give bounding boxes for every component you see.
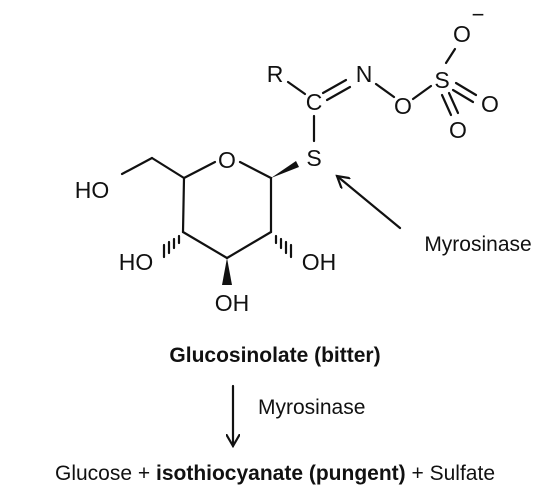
- o-s-bond: [411, 84, 433, 101]
- s-o-right-double-bond: [454, 81, 478, 97]
- sulfate-oxygen-bottom: O: [449, 117, 467, 143]
- c2-oh-hash: [274, 234, 293, 259]
- thio-sulfur-atom: S: [306, 145, 321, 171]
- c3-hydroxyl-label: OH: [215, 290, 250, 316]
- ring-bond: [238, 160, 273, 180]
- plus-sign-2: +: [412, 462, 424, 485]
- n-o-bond: [374, 82, 396, 99]
- s-o-right-double-bond: [451, 88, 475, 104]
- s-o-bottom-double-bond: [447, 91, 460, 115]
- myrosinase-attack: Myrosinase: [337, 176, 532, 256]
- c-n-double-bond: [325, 85, 352, 102]
- reaction-scheme: Glucosinolate (bitter) Myrosinase Glucos…: [55, 344, 495, 485]
- nitrogen-atom: N: [356, 61, 373, 87]
- glucose-ring: O HO HO OH OH: [75, 147, 337, 316]
- s-o-bottom-double-bond: [440, 93, 453, 117]
- c2-hydroxyl-label: OH: [302, 249, 337, 275]
- ring-oxygen-atom: O: [218, 147, 236, 173]
- ring-bond: [182, 160, 217, 180]
- c3-oh-wedge: [222, 258, 232, 285]
- c5-c6-bond: [150, 156, 186, 180]
- c-n-double-bond: [321, 78, 348, 95]
- central-carbon-atom: C: [306, 89, 323, 115]
- c6-hydroxyl-label: HO: [75, 177, 110, 203]
- attack-arrow: [337, 176, 402, 230]
- r-c-bond: [286, 80, 307, 96]
- product-sulfate: Sulfate: [430, 462, 495, 485]
- myrosinase-label-reaction: Myrosinase: [258, 396, 365, 419]
- ring-bond: [225, 230, 273, 260]
- sulfate-oxygen-right: O: [481, 91, 499, 117]
- product-isothiocyanate: isothiocyanate (pungent): [156, 462, 406, 485]
- c4-hydroxyl-label: HO: [119, 249, 154, 275]
- sulfate-sulfur-atom: S: [434, 67, 449, 93]
- product-glucose: Glucose: [55, 462, 132, 485]
- myrosinase-label-top: Myrosinase: [424, 233, 531, 256]
- plus-sign-1: +: [138, 462, 150, 485]
- ring-bond: [181, 176, 186, 234]
- c4-ho-hash: [162, 234, 181, 259]
- aglycone-chain: S C R N O S O − O O: [267, 2, 499, 171]
- c1-s-wedge: [271, 161, 299, 178]
- sulfate-oxygen-top: O: [453, 21, 471, 47]
- substrate-name: Glucosinolate (bitter): [169, 344, 380, 367]
- products-line: Glucose + isothiocyanate (pungent) + Sul…: [55, 462, 495, 485]
- s-o-top-bond: [444, 47, 457, 65]
- r-group-label: R: [267, 61, 284, 87]
- ring-bond: [181, 230, 229, 260]
- negative-charge-label: −: [472, 2, 485, 27]
- c6-o6-bond: [120, 156, 154, 176]
- oxime-oxygen-atom: O: [394, 93, 412, 119]
